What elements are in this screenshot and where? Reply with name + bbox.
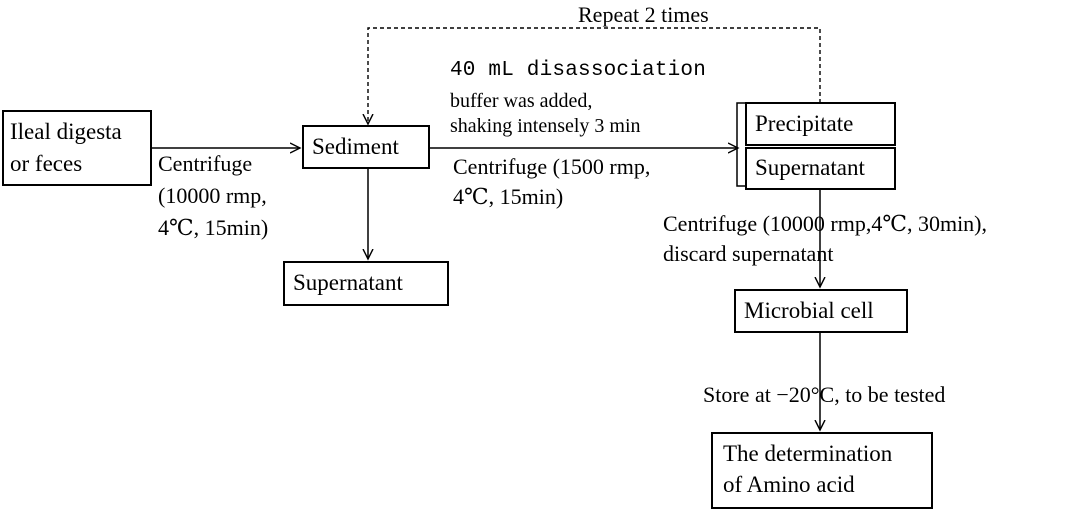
buffer-line-1: 40 mL disassociation <box>450 59 707 82</box>
supernatant-left-label: Supernatant <box>293 270 403 295</box>
buffer-line-3: shaking intensely 3 min <box>450 115 641 137</box>
buffer-line-2: buffer was added, <box>450 90 593 112</box>
microbial-cell-label: Microbial cell <box>744 298 874 323</box>
repeat-label: Repeat 2 times <box>578 2 709 27</box>
source-line-1: Ileal digesta <box>10 119 122 144</box>
sediment-label: Sediment <box>312 134 399 159</box>
repeat-loop-dashed <box>368 27 821 124</box>
sediment-box <box>302 125 430 169</box>
supernatant-right-box <box>745 147 896 190</box>
store-label: Store at −20°C, to be tested <box>703 382 946 407</box>
source-box <box>2 110 152 186</box>
source-line-2: or feces <box>10 151 83 176</box>
centrifuge3-line-1: Centrifuge (10000 rmp,4℃, 30min), <box>663 211 988 236</box>
centrifuge1-line-1: Centrifuge <box>158 151 253 176</box>
centrifuge1-line-2: (10000 rmp, <box>158 183 267 208</box>
centrifuge2-line-2: 4℃, 15min) <box>453 184 564 209</box>
determination-line-2: of Amino acid <box>723 472 855 497</box>
microbial-cell-box <box>734 289 908 333</box>
supernatant-left-box <box>283 261 449 306</box>
determination-box <box>711 432 933 509</box>
supernatant-right-label: Supernatant <box>755 155 865 180</box>
determination-line-1: The determination <box>723 441 893 466</box>
precipitate-box <box>745 102 896 146</box>
centrifuge2-line-1: Centrifuge (1500 rmp, <box>453 154 651 179</box>
centrifuge1-line-3: 4℃, 15min) <box>158 215 269 240</box>
split-bracket <box>736 102 747 187</box>
precipitate-label: Precipitate <box>755 111 854 136</box>
centrifuge3-line-2: discard supernatant <box>663 241 834 266</box>
